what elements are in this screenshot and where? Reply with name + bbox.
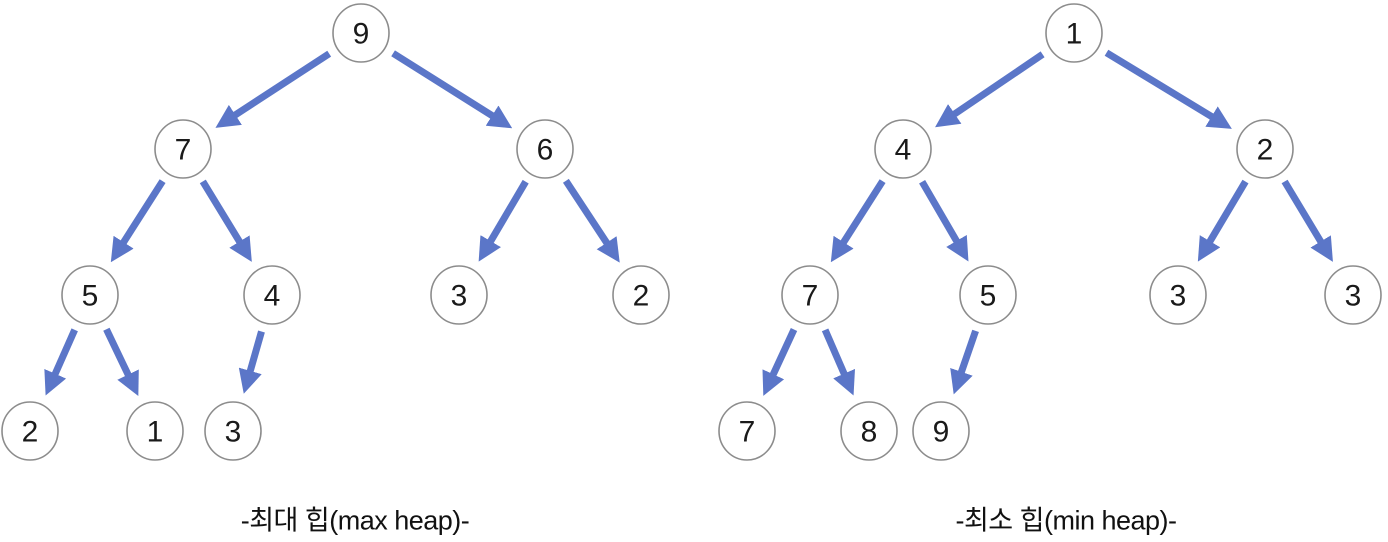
tree-node-circle	[1149, 265, 1207, 325]
tree-node-value: 7	[802, 280, 819, 313]
tree-node-value: 3	[1170, 280, 1187, 313]
tree-node-value: 7	[739, 416, 756, 449]
tree-node: 3	[430, 265, 488, 325]
tree-node-circle	[612, 265, 670, 325]
tree-node-value: 4	[264, 280, 281, 313]
parent-child-arrow	[1104, 49, 1232, 129]
tree-node-circle	[61, 265, 119, 325]
tree-node: 3	[1149, 265, 1207, 325]
tree-node: 2	[1, 401, 59, 461]
parent-child-arrow	[199, 179, 252, 262]
tree-node-value: 3	[1345, 280, 1362, 313]
tree-node-value: 1	[1066, 18, 1083, 51]
tree-node: 8	[840, 401, 898, 461]
tree-node-circle	[840, 401, 898, 461]
tree-node-circle	[516, 119, 574, 179]
tree-node-value: 3	[451, 280, 468, 313]
tree-node: 2	[612, 265, 670, 325]
max-heap-caption: -최대 힙(max heap)-	[240, 505, 470, 536]
tree-node: 2	[1236, 119, 1294, 179]
tree-node: 6	[516, 119, 574, 179]
tree-node: 7	[718, 401, 776, 461]
edges-layer	[44, 49, 1333, 397]
tree-node-value: 5	[82, 280, 99, 313]
tree-node: 9	[332, 3, 390, 63]
tree-node-circle	[718, 401, 776, 461]
tree-node-circle	[1045, 3, 1103, 63]
nodes-layer: 9 7 6 5 4 3 2 2 1 3 1 4 2 7 5 3 3 7 8 9	[1, 3, 1382, 461]
tree-node: 3	[1324, 265, 1382, 325]
tree-node: 5	[959, 265, 1017, 325]
tree-node-circle	[204, 401, 262, 461]
parent-child-arrow	[44, 328, 78, 396]
tree-node-circle	[1236, 119, 1294, 179]
parent-child-arrow	[1281, 179, 1333, 262]
tree-node-value: 2	[1257, 134, 1274, 167]
tree-node: 5	[61, 265, 119, 325]
parent-child-arrow	[1197, 179, 1249, 262]
tree-node: 1	[1045, 3, 1103, 63]
parent-child-arrow	[950, 329, 979, 395]
tree-node: 3	[204, 401, 262, 461]
tree-node: 1	[126, 401, 184, 461]
tree-node: 7	[154, 119, 212, 179]
tree-node-value: 6	[537, 134, 554, 167]
parent-child-arrow	[919, 180, 969, 262]
tree-node: 7	[781, 265, 839, 325]
tree-node-value: 2	[22, 416, 39, 449]
tree-node-circle	[912, 401, 970, 461]
tree-node-value: 2	[633, 280, 650, 313]
tree-node-circle	[959, 265, 1017, 325]
tree-node-value: 4	[895, 134, 912, 167]
tree-node-circle	[781, 265, 839, 325]
tree-node: 4	[243, 265, 301, 325]
tree-node: 9	[912, 401, 970, 461]
parent-child-arrow	[103, 327, 139, 397]
tree-node: 4	[874, 119, 932, 179]
tree-node-circle	[332, 3, 390, 63]
tree-node-value: 1	[147, 416, 164, 449]
tree-node-value: 5	[980, 280, 997, 313]
parent-child-arrow	[215, 50, 332, 128]
tree-node-value: 7	[175, 134, 192, 167]
tree-node-circle	[154, 119, 212, 179]
parent-child-arrow	[391, 50, 513, 129]
tree-node-value: 8	[861, 416, 878, 449]
min-heap-caption: -최소 힙(min heap)-	[955, 505, 1177, 536]
tree-node-circle	[126, 401, 184, 461]
parent-child-arrow	[562, 178, 620, 263]
parent-child-arrow	[478, 179, 529, 262]
tree-node-circle	[1324, 265, 1382, 325]
tree-node-circle	[430, 265, 488, 325]
tree-node-circle	[243, 265, 301, 325]
parent-child-arrow	[238, 330, 265, 394]
parent-child-arrow	[821, 328, 855, 396]
parent-child-arrow	[830, 179, 886, 263]
tree-node-value: 9	[353, 18, 370, 51]
parent-child-arrow	[110, 179, 166, 263]
tree-node-value: 3	[225, 416, 242, 449]
tree-node-circle	[1, 401, 59, 461]
tree-node-circle	[874, 119, 932, 179]
parent-child-arrow	[935, 51, 1045, 128]
tree-node-value: 9	[933, 416, 950, 449]
parent-child-arrow	[762, 328, 798, 396]
